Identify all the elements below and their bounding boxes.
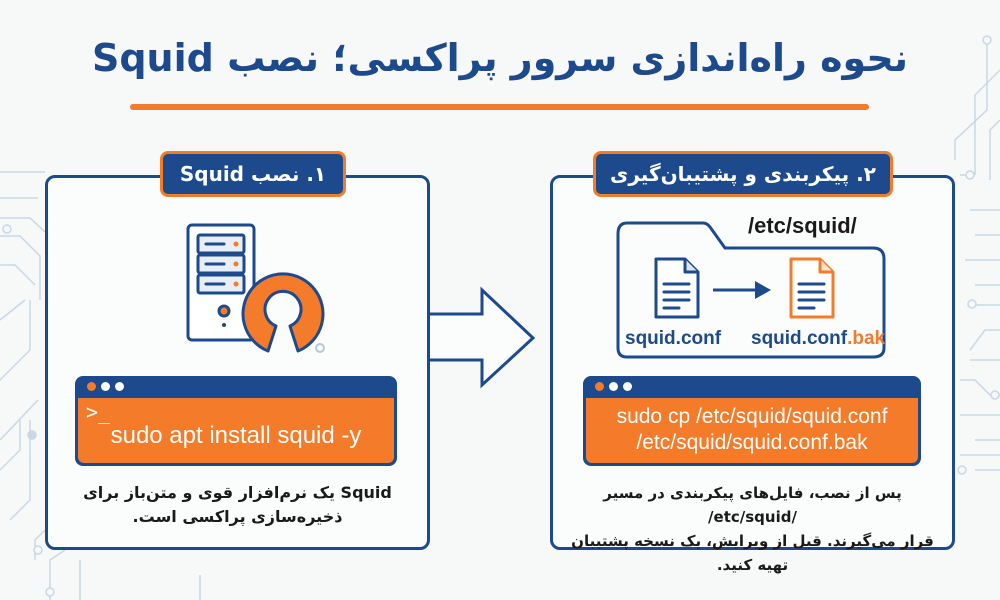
window-dots xyxy=(595,382,632,391)
description-line: قرار می‌گیرند. قبل از ویرایش، یک نسخه پش… xyxy=(571,532,934,574)
window-dot xyxy=(623,382,632,391)
window-dots xyxy=(87,382,124,391)
window-dot xyxy=(87,382,96,391)
window-dot xyxy=(609,382,618,391)
step-install-badge: ۱. نصب Squid xyxy=(160,151,346,197)
install-command[interactable]: sudo apt install squid -y xyxy=(110,422,362,449)
config-file-icon xyxy=(654,257,700,319)
terminal-screen: sudo cp /etc/squid/squid.conf /etc/squid… xyxy=(586,398,918,463)
page-title: نحوه راه‌اندازی سرور پراکسی؛ نصب Squid xyxy=(91,36,908,80)
backup-file-ext: .bak xyxy=(847,328,886,349)
description-line: Squid یک نرم‌افزار قوی و متن‌باز برای xyxy=(83,483,392,502)
folder-path: /etc/squid/ xyxy=(748,213,857,238)
window-dot xyxy=(101,382,110,391)
backup-file-label: squid.conf.bak xyxy=(751,328,885,350)
window-dot xyxy=(595,382,604,391)
window-dot xyxy=(115,382,124,391)
arrow-right-icon xyxy=(430,286,536,389)
terminal-prompt-icon: >_ xyxy=(86,400,111,424)
backup-file-icon xyxy=(789,257,835,319)
backup-file-base: squid.conf xyxy=(751,328,848,349)
open-source-icon xyxy=(241,272,325,353)
step-config-badge: ۲. پیکربندی و پشتیبان‌گیری xyxy=(593,151,893,197)
config-description: پس از نصب، فایل‌های پیکربندی در مسیر /et… xyxy=(563,481,942,577)
source-file-label: squid.conf xyxy=(625,328,722,349)
server-icon xyxy=(186,223,256,342)
backup-terminal: sudo cp /etc/squid/squid.conf /etc/squid… xyxy=(583,376,921,466)
title-underline xyxy=(130,104,869,110)
step-install-panel: ۱. نصب Squid >_ sudo apt instal xyxy=(45,151,430,550)
terminal-screen: >_ sudo apt install squid -y xyxy=(78,398,394,463)
step-config-panel: ۲. پیکربندی و پشتیبان‌گیری /etc/squid/ s… xyxy=(550,151,955,574)
install-terminal: >_ sudo apt install squid -y xyxy=(75,376,397,466)
description-line: ذخیره‌سازی پراکسی است. xyxy=(132,507,343,526)
install-description: Squid یک نرم‌افزار قوی و متن‌باز برای ذخ… xyxy=(58,481,417,529)
description-line: پس از نصب، فایل‌های پیکربندی در مسیر /et… xyxy=(603,484,902,526)
copy-arrow-icon xyxy=(713,281,771,299)
backup-command-line2[interactable]: /etc/squid/squid.conf.bak xyxy=(636,431,868,454)
backup-command-line1[interactable]: sudo cp /etc/squid/squid.conf xyxy=(616,405,888,428)
